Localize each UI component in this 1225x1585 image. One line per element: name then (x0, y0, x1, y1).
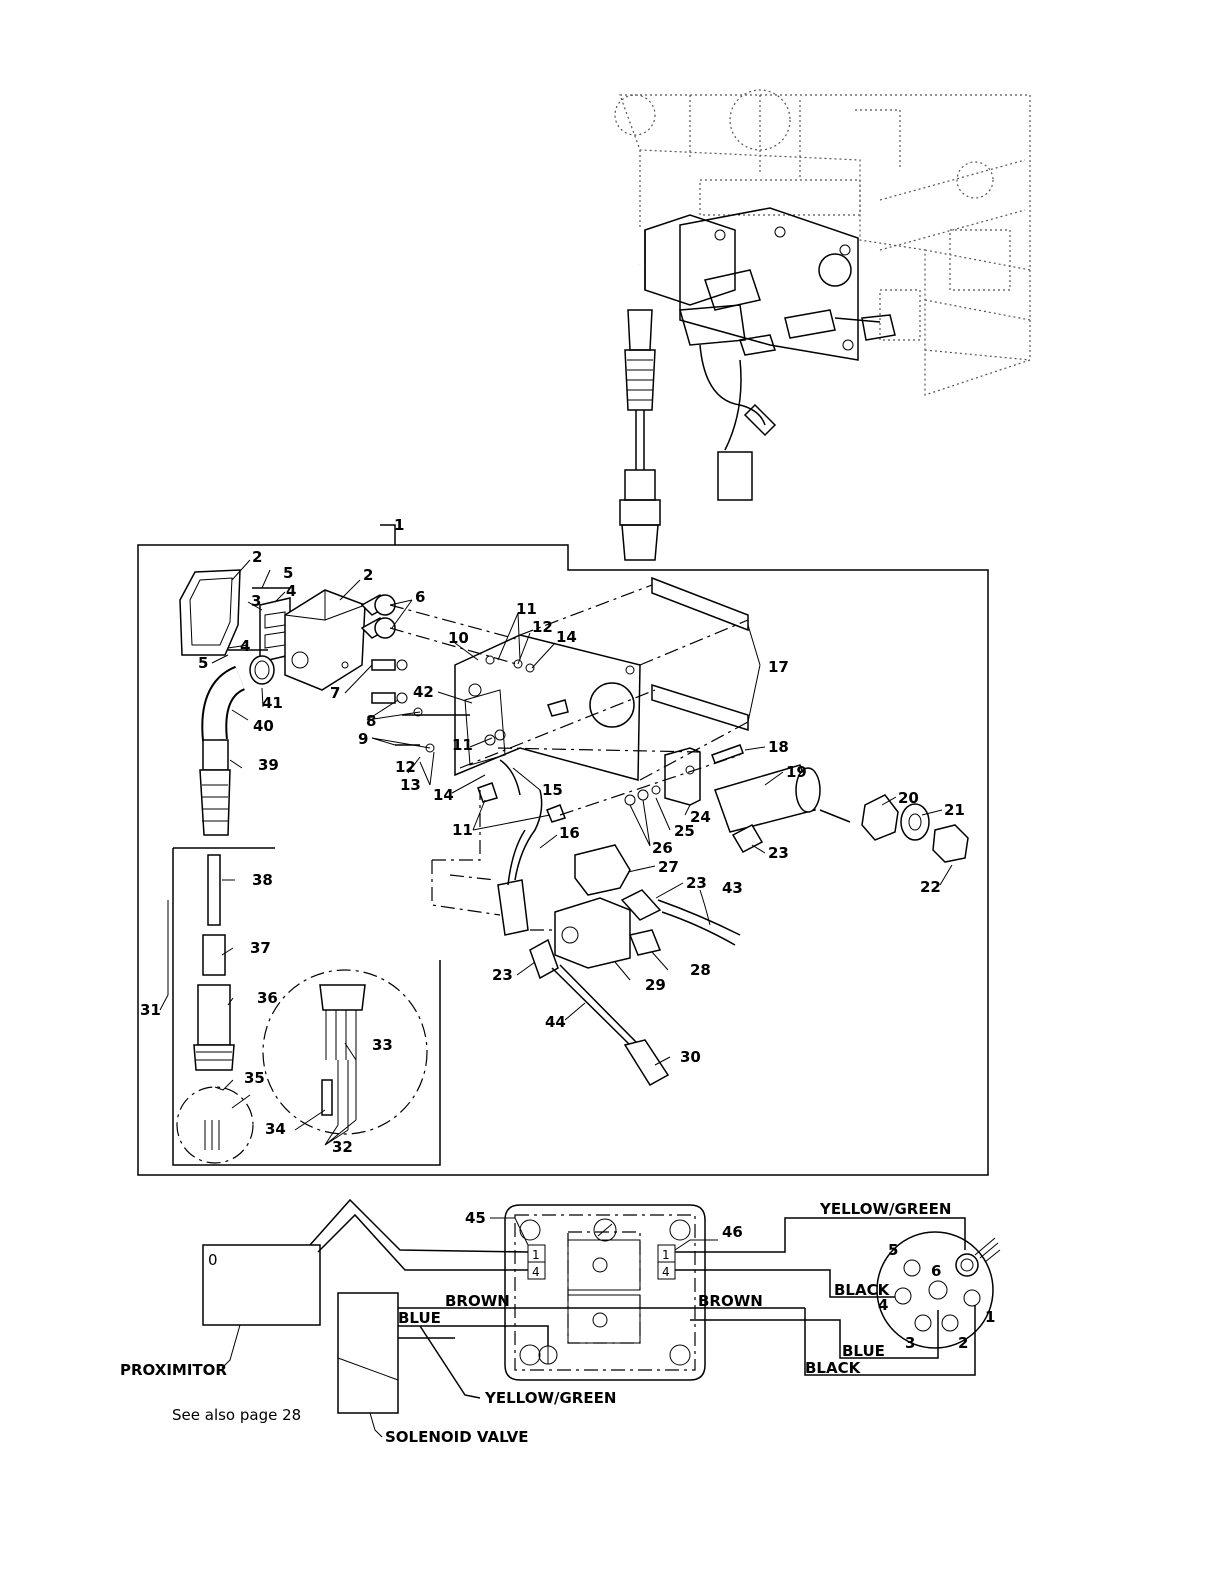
callout-11: 11 (516, 600, 537, 618)
callout-21: 21 (944, 801, 965, 819)
callout-2: 2 (252, 548, 262, 566)
callout-8: 8 (366, 712, 376, 730)
callout-30: 30 (680, 1048, 701, 1066)
callout-29: 29 (645, 976, 666, 994)
terminal-left-bottom: 4 (532, 1265, 540, 1279)
callout-38: 38 (252, 871, 273, 889)
callout-3: 3 (251, 592, 261, 610)
junction-box (505, 1205, 705, 1380)
wire-blue-right: BLUE (842, 1342, 885, 1360)
wire-yellow-green-bottom: YELLOW/GREEN (484, 1389, 616, 1407)
callout-41: 41 (262, 694, 283, 712)
solenoid-valve-box (338, 1293, 398, 1413)
callout-11: 11 (452, 821, 473, 839)
callout-11: 11 (452, 736, 473, 754)
wiring-diagram: 0 PROXIMITOR See also page 28 SOLENOID V… (120, 1200, 1000, 1446)
callout-44: 44 (545, 1013, 566, 1031)
callout-27: 27 (658, 858, 679, 876)
callout-37: 37 (250, 939, 271, 957)
callout-23: 23 (492, 966, 513, 984)
pin-2-label: 2 (958, 1334, 968, 1352)
callout-22: 22 (920, 878, 941, 896)
terminal-left-top: 1 (532, 1248, 540, 1262)
parts-artwork (177, 570, 968, 1163)
callout-4: 4 (286, 582, 296, 600)
callout-15: 15 (542, 781, 563, 799)
callout-23: 23 (768, 844, 789, 862)
callout-7: 7 (330, 684, 340, 702)
terminal-right-top: 1 (662, 1248, 670, 1262)
pin-4-label: 4 (878, 1296, 888, 1314)
callout-40: 40 (253, 717, 274, 735)
callout-20: 20 (898, 789, 919, 807)
terminal-right-bottom: 4 (662, 1265, 670, 1279)
callout-34: 34 (265, 1120, 286, 1138)
wire-brown-right: BROWN (698, 1292, 763, 1310)
callout-14: 14 (556, 628, 577, 646)
callout-5: 5 (283, 564, 293, 582)
pin-6-label: 6 (931, 1262, 941, 1280)
pin-3-label: 3 (905, 1334, 915, 1352)
callout-39: 39 (258, 756, 279, 774)
wire-blue-left: BLUE (398, 1309, 441, 1327)
callout-12: 12 (395, 758, 416, 776)
callout-1: 1 (394, 516, 404, 534)
proximitor-mark: 0 (208, 1251, 218, 1269)
callout-36: 36 (257, 989, 278, 1007)
callout-9: 9 (358, 730, 368, 748)
pin-1-label: 1 (985, 1308, 995, 1326)
pin-5-label: 5 (888, 1241, 898, 1259)
callout-26: 26 (652, 839, 673, 857)
callout-31: 31 (140, 1001, 161, 1019)
callout-17: 17 (768, 658, 789, 676)
callout-23: 23 (686, 874, 707, 892)
wire-brown-left: BROWN (445, 1292, 510, 1310)
callout-35: 35 (244, 1069, 265, 1087)
callout-42: 42 (413, 683, 434, 701)
callout-4: 4 (240, 637, 250, 655)
callout-45: 45 (465, 1209, 486, 1227)
callout-12: 12 (532, 618, 553, 636)
callout-13: 13 (400, 776, 421, 794)
callout-33: 33 (372, 1036, 393, 1054)
callout-19: 19 (786, 763, 807, 781)
machine-overview-illustration (615, 90, 1030, 560)
callout-10: 10 (448, 629, 469, 647)
callout-32: 32 (332, 1138, 353, 1156)
callout-5: 5 (198, 654, 208, 672)
wire-yellow-green-top: YELLOW/GREEN (819, 1200, 951, 1218)
callout-6: 6 (415, 588, 425, 606)
solenoid-valve-label: SOLENOID VALVE (385, 1428, 528, 1446)
callout-14: 14 (433, 786, 454, 804)
proximitor-label: PROXIMITOR (120, 1361, 227, 1379)
callout-46: 46 (722, 1223, 743, 1241)
callout-25: 25 (674, 822, 695, 840)
callout-28: 28 (690, 961, 711, 979)
proximitor-box (203, 1245, 320, 1325)
see-also-note: See also page 28 (172, 1406, 301, 1424)
callout-16: 16 (559, 824, 580, 842)
callout-43: 43 (722, 879, 743, 897)
wire-black-bottom: BLACK (805, 1359, 862, 1377)
callout-2: 2 (363, 566, 373, 584)
callout-18: 18 (768, 738, 789, 756)
